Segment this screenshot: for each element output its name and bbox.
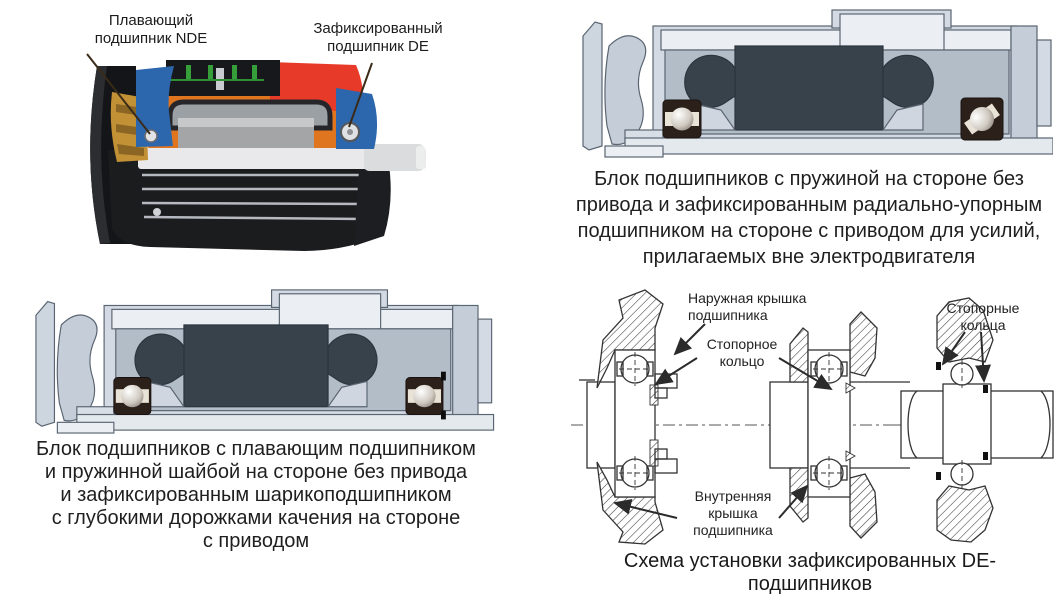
label-snap-rings: Стопорные кольца — [946, 300, 1020, 333]
motor-cutaway-image — [86, 53, 426, 251]
de-fixed-ball-bearing — [405, 371, 446, 420]
nde-leader-line — [86, 53, 151, 135]
bearing-cross-section-drawing — [571, 289, 1054, 545]
caption-de-bearing-mounting: Схема установки зафиксированных DE-подши… — [623, 550, 997, 595]
annotation-arrows — [613, 323, 992, 519]
caption-bearing-block-spring: Блок подшипников с пружиной на стороне б… — [575, 168, 1043, 268]
nde-bearing — [144, 129, 158, 143]
figure-de-bearing-mounting: Наружная крышка подшипника Стопорное кол… — [565, 288, 1055, 598]
de-bearing-angular — [960, 97, 1004, 141]
figure-bearing-block-floating: Блок подшипников с плавающим подшипником… — [12, 286, 500, 586]
label-floating-bearing-nde: Плавающий подшипник NDE — [94, 12, 208, 47]
motor-terminal-pins — [170, 65, 264, 90]
nde-bearing-spring — [662, 99, 702, 139]
bearing-block-spring-drawing — [582, 9, 1053, 158]
bearing-block-floating-drawing — [35, 289, 495, 434]
figure-bearing-block-spring: Блок подшипников с пружиной на стороне б… — [565, 6, 1053, 268]
label-outer-bearing-cap: Наружная крышка подшипника — [688, 290, 807, 323]
label-snap-ring: Стопорное кольцо — [706, 336, 778, 369]
figure-motor-cutaway: Плавающий подшипник NDE Зафиксированный … — [20, 8, 450, 260]
label-fixed-bearing-de: Зафиксированный подшипник DE — [313, 20, 443, 55]
label-inner-bearing-cap: Внутренняя крышка подшипника — [693, 488, 773, 538]
caption-bearing-block-floating: Блок подшипников с плавающим подшипником… — [36, 438, 476, 552]
nde-floating-bearing — [113, 377, 152, 416]
de-leader-line — [348, 62, 373, 128]
